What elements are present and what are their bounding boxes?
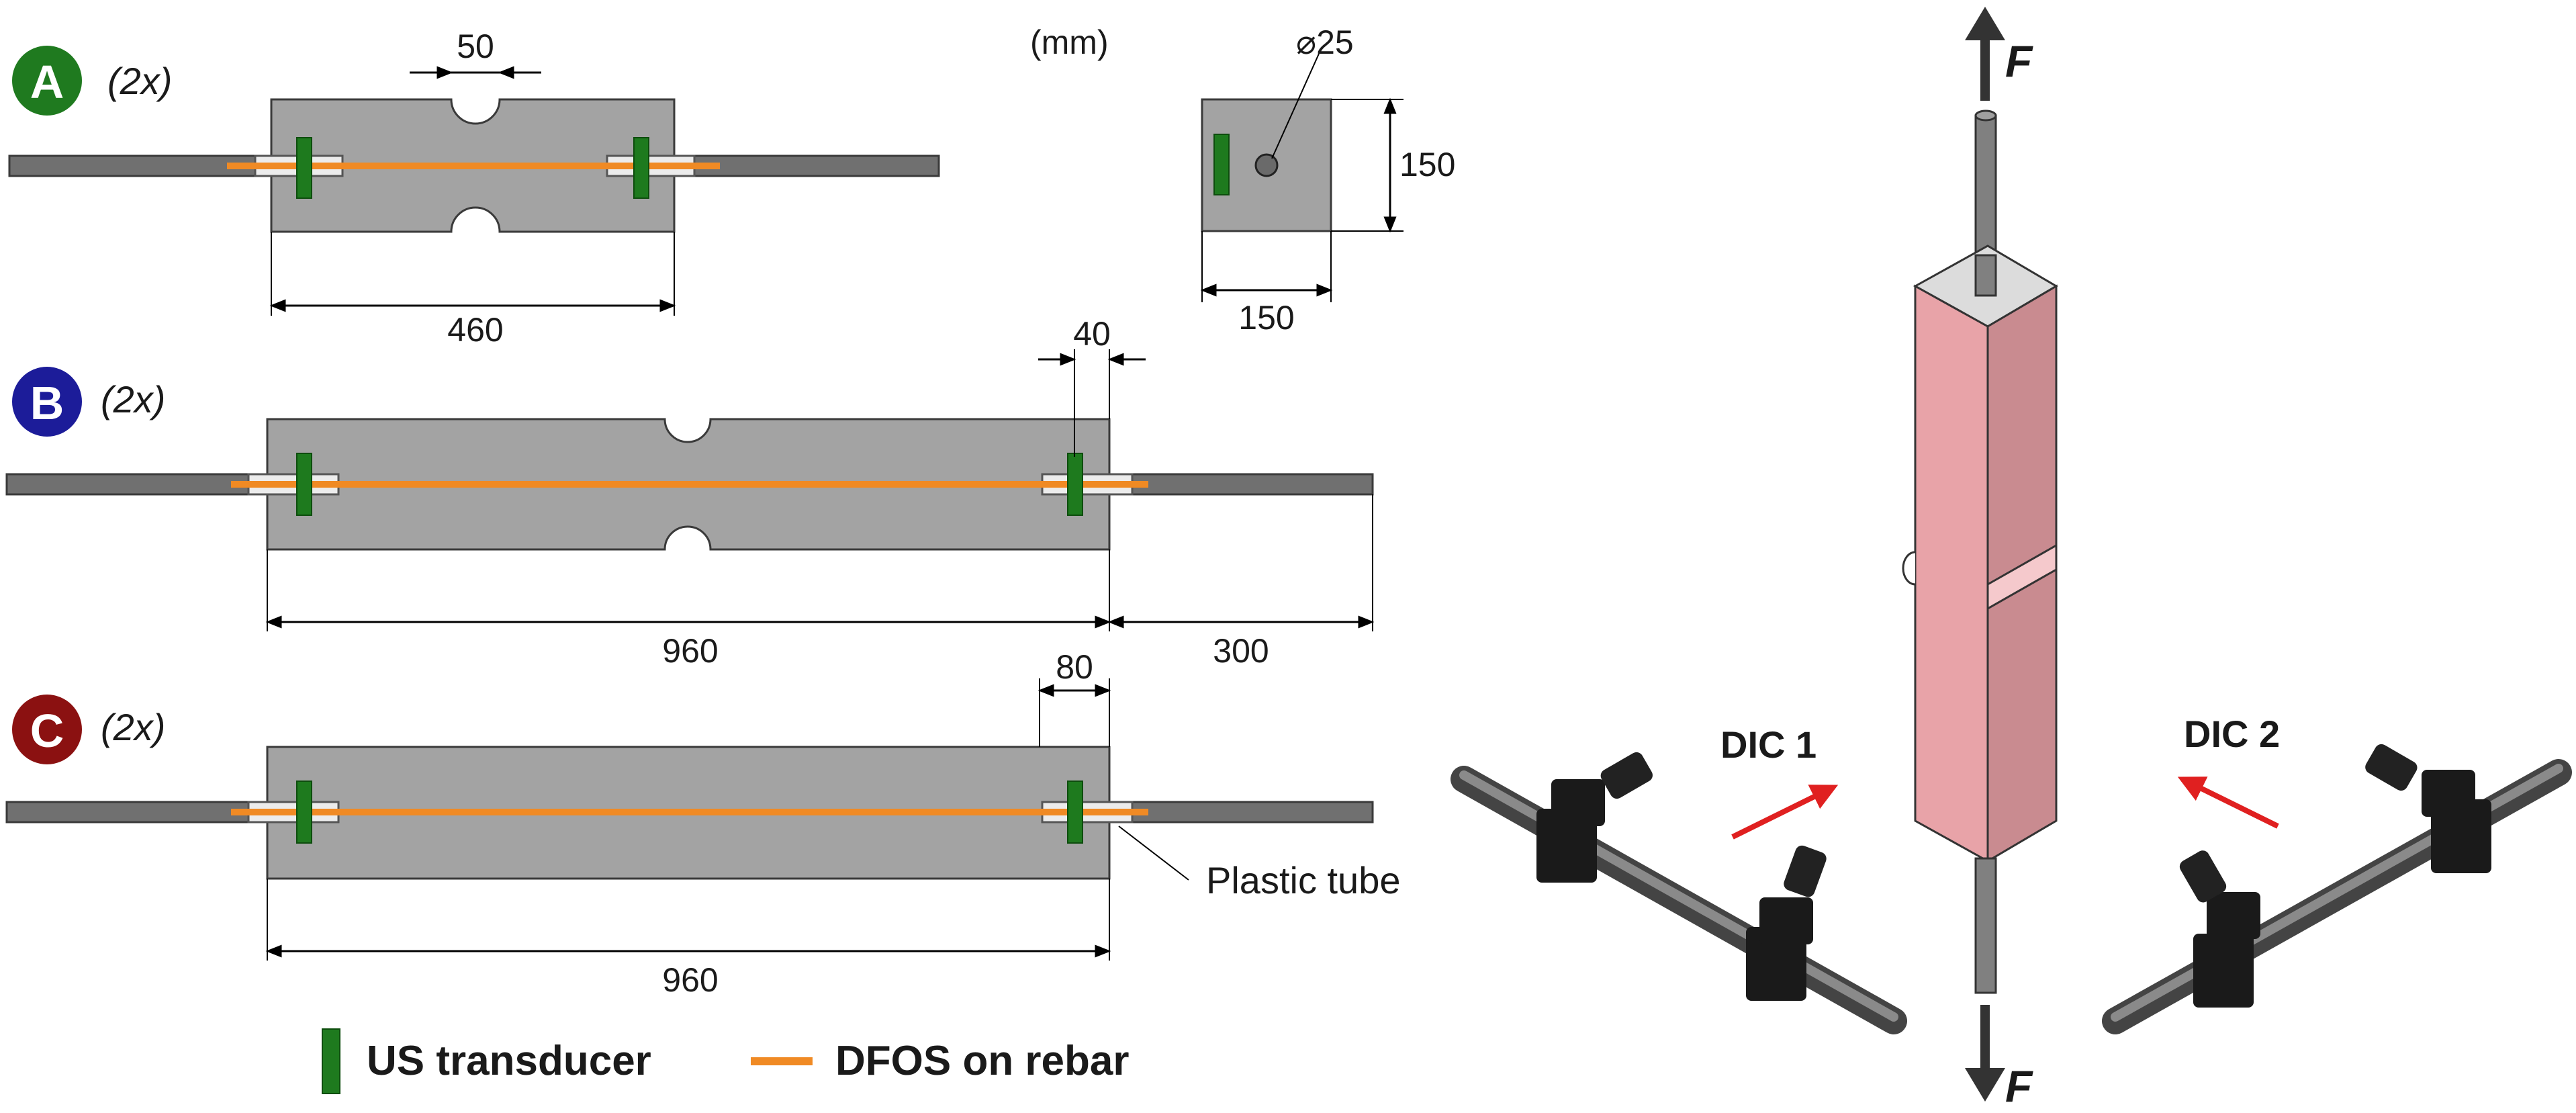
dic2-rig <box>2102 744 2572 1034</box>
camera-rail-highlight <box>1459 770 1898 1022</box>
specimen-c: C (2x) 80 Plastic tube 960 <box>5 648 1401 999</box>
badge-a <box>12 46 82 116</box>
us-transducer-section <box>1213 134 1230 195</box>
notch <box>1902 551 1916 586</box>
transducer-offset-b: 40 <box>1073 315 1111 353</box>
cross-section-height: 150 <box>1399 146 1455 183</box>
length-label-a: 460 <box>447 311 503 349</box>
arrow-head-icon <box>1965 1068 2005 1102</box>
specimen-b-count: (2x) <box>101 378 165 420</box>
specimen-b: B (2x) 40 960 300 <box>5 315 1375 670</box>
force-label-top: F <box>2005 36 2033 86</box>
dfos-legend-label: DFOS on rebar <box>835 1038 1130 1084</box>
rebar-top-end <box>1974 109 1997 122</box>
us-transducer-a1 <box>296 137 312 199</box>
rebar-top-inner <box>1974 254 1997 297</box>
us-transducer-a2 <box>633 137 649 199</box>
specimen-c-count: (2x) <box>101 706 165 748</box>
us-transducer-legend-label: US transducer <box>367 1038 651 1084</box>
legend: US transducer DFOS on rebar <box>322 1028 1130 1094</box>
camera-mount <box>1746 927 1806 1001</box>
badge-c <box>12 695 82 764</box>
camera-rail-highlight <box>2111 764 2563 1022</box>
test-setup-3d: F F DIC 1 DIC 2 <box>1451 7 2572 1111</box>
camera-body <box>2207 892 2260 939</box>
us-transducer-c2 <box>1067 781 1083 844</box>
badge-b-label: B <box>30 377 64 429</box>
bar-diameter-label: ⌀25 <box>1296 24 1354 61</box>
camera-lens <box>2179 850 2227 903</box>
plastic-tube-label: Plastic tube <box>1206 859 1401 901</box>
units-label: (mm) <box>1030 24 1109 61</box>
specimen-front-face <box>1914 284 1989 863</box>
transducer-offset-c: 80 <box>1056 648 1093 686</box>
notch-width-label: 50 <box>457 28 494 65</box>
leader-line <box>1271 53 1320 159</box>
us-transducer-b1 <box>296 453 312 516</box>
dic1-arrow <box>1731 785 1839 840</box>
specimen-a-count: (2x) <box>107 60 172 102</box>
badge-b <box>12 367 82 437</box>
dic1-rig <box>1451 752 1907 1034</box>
camera-mount <box>1536 809 1597 883</box>
badge-c-label: C <box>30 705 64 757</box>
rebar-bottom <box>1974 857 1997 994</box>
cross-section: (mm) ⌀25 150 150 <box>1030 24 1455 337</box>
camera-body <box>2422 770 2475 817</box>
bar-extension-label: 300 <box>1213 632 1269 670</box>
specimen-a: A (2x) 50 460 <box>8 28 940 349</box>
rebar-section <box>1254 153 1279 177</box>
camera-lens <box>1600 752 1653 799</box>
arrow-head-icon <box>1965 7 2005 40</box>
plastic-tube-leader <box>1118 826 1189 881</box>
camera-body <box>1551 779 1605 826</box>
camera-body <box>1759 897 1813 944</box>
dic1-label: DIC 1 <box>1720 723 1816 766</box>
length-label-b: 960 <box>662 632 718 670</box>
dic2-label: DIC 2 <box>2184 713 2280 755</box>
us-transducer-b2 <box>1067 453 1083 516</box>
length-label-c: 960 <box>662 961 718 999</box>
cross-section-width: 150 <box>1238 299 1294 337</box>
us-transducer-c1 <box>296 781 312 844</box>
badge-a-label: A <box>30 56 64 108</box>
camera-mount <box>2431 799 2491 873</box>
camera-lens <box>1784 845 1827 897</box>
us-transducer-legend-icon <box>322 1028 340 1094</box>
camera-lens <box>2365 744 2418 791</box>
notch <box>1986 543 2058 611</box>
force-label-bottom: F <box>2005 1061 2033 1111</box>
dic2-arrow <box>2177 776 2279 829</box>
camera-mount <box>2193 934 2254 1008</box>
